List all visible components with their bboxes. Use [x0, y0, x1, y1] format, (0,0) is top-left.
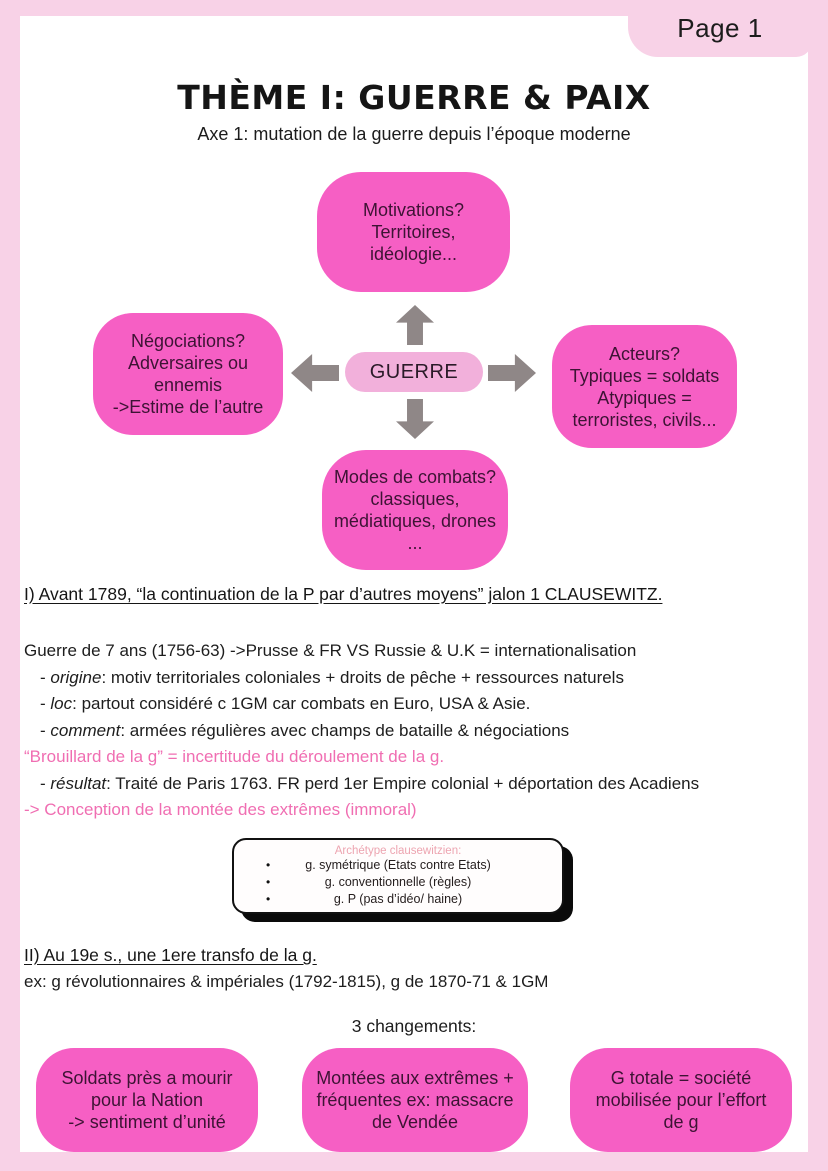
page-tab: Page 1 — [628, 0, 812, 57]
note-line: Guerre de 7 ans (1756-63) ->Prusse & FR … — [24, 641, 637, 660]
section-2-heading: II) Au 19e s., une 1ere transfo de la g. — [24, 945, 317, 965]
bullet-icon: • — [266, 875, 271, 889]
bullet-icon: • — [266, 892, 271, 906]
bubble-negociations: Négociations? Adversaires ou ennemis ->E… — [93, 313, 283, 435]
note-line: - origine: motiv territoriales coloniale… — [40, 667, 624, 687]
note-line: - loc: partout considéré c 1GM car comba… — [40, 694, 531, 713]
arrow-right-icon — [488, 354, 536, 392]
clausewitz-box-item: •g. conventionnelle (règles) — [266, 875, 472, 889]
section-2-example: ex: g révolutionnaires & impériales (179… — [24, 972, 549, 991]
axis-subtitle: Axe 1: mutation de la guerre depuis l’ép… — [197, 124, 631, 144]
change-bubble-extremes: Montées aux extrêmes + fréquentes ex: ma… — [302, 1048, 528, 1152]
bubble-acteurs: Acteurs? Typiques = soldats Atypiques = … — [552, 325, 737, 448]
change-bubble-guerre-totale: G totale = société mobilisée pour l’effo… — [570, 1048, 792, 1152]
arrow-down-icon — [396, 399, 434, 439]
note-line: - comment: armées régulières avec champs… — [40, 720, 570, 740]
arrow-up-icon — [396, 305, 434, 345]
page: Page 1 THÈME I: GUERRE & PAIX Axe 1: mut… — [20, 0, 812, 1152]
note-line-pink: “Brouillard de la g” = incertitude du dé… — [24, 747, 445, 766]
clausewitz-box-title: Archétype clausewitzien: — [334, 845, 462, 857]
page-number-label: Page 1 — [677, 13, 763, 43]
arrow-left-icon — [291, 354, 339, 392]
note-line-pink: -> Conception de la montée des extrêmes … — [24, 800, 417, 819]
change-bubble-soldats: Soldats près a mourir pour la Nation -> … — [36, 1048, 258, 1152]
clausewitz-box-item: •g. symétrique (Etats contre Etats) — [266, 858, 491, 872]
section-1-notes: Guerre de 7 ans (1756-63) ->Prusse & FR … — [24, 638, 804, 824]
bubble-motivations: Motivations? Territoires, idéologie... — [317, 172, 510, 292]
clausewitz-box: Archétype clausewitzien: •g. symétrique … — [232, 838, 564, 914]
clausewitz-box-item: •g. P (pas d’idéo/ haine) — [266, 892, 463, 906]
changes-label: 3 changements: — [351, 1016, 477, 1036]
note-line: - résultat: Traité de Paris 1763. FR per… — [40, 773, 700, 793]
bullet-icon: • — [266, 858, 271, 872]
section-1-heading: I) Avant 1789, “la continuation de la P … — [24, 584, 663, 604]
center-node-guerre: GUERRE — [345, 352, 483, 392]
theme-title: THÈME I: GUERRE & PAIX — [177, 78, 651, 117]
bubble-modes-combats: Modes de combats? classiques, médiatique… — [322, 450, 508, 570]
